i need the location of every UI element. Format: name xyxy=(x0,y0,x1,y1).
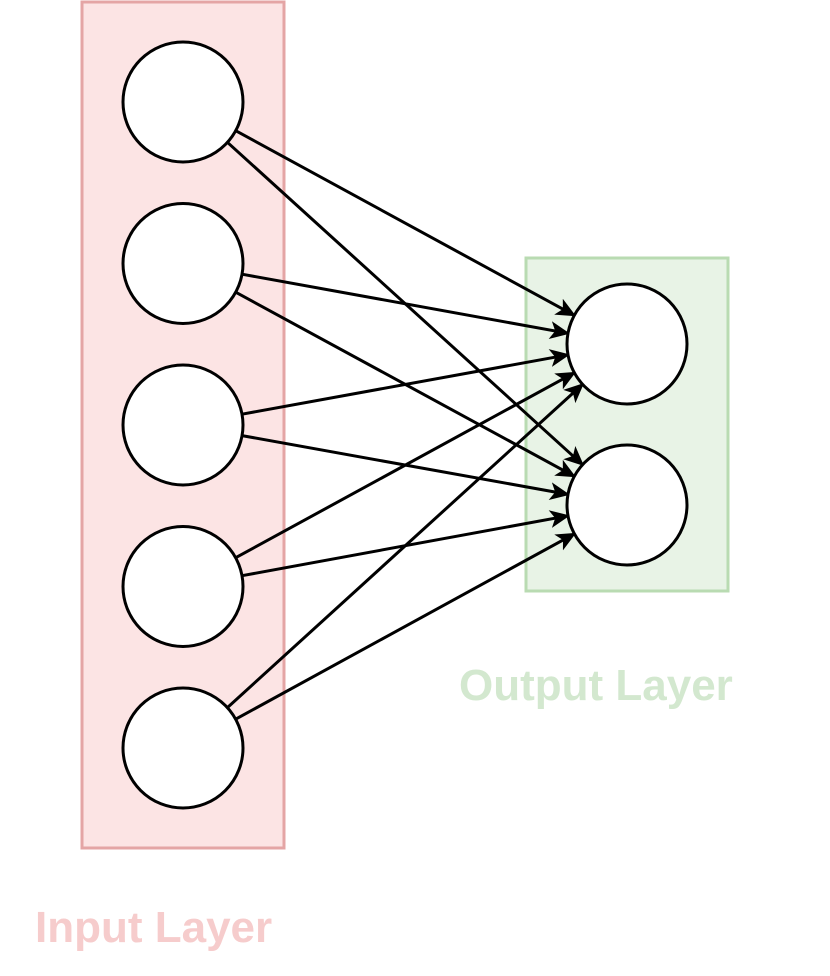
input-layer-label: Input Layer xyxy=(35,903,273,952)
input-neuron-2 xyxy=(121,202,245,325)
connection-arrow-3-1 xyxy=(241,349,570,416)
connection-arrow-4-1 xyxy=(234,371,577,560)
neurons-group xyxy=(121,40,689,810)
connection-arrow-5-1 xyxy=(226,383,585,709)
connection-arrow-1-1 xyxy=(234,129,577,317)
input-neuron-4 xyxy=(121,525,245,648)
output-neuron-1 xyxy=(565,282,689,406)
input-neuron-5 xyxy=(121,686,245,810)
output-neuron-2 xyxy=(565,443,689,567)
input-neuron-1 xyxy=(121,40,245,164)
output-layer-label: Output Layer xyxy=(459,661,733,710)
input-neuron-3 xyxy=(121,363,245,487)
connection-arrow-5-2 xyxy=(234,532,577,721)
connections-group xyxy=(226,129,585,721)
connection-arrow-2-1 xyxy=(241,272,570,339)
